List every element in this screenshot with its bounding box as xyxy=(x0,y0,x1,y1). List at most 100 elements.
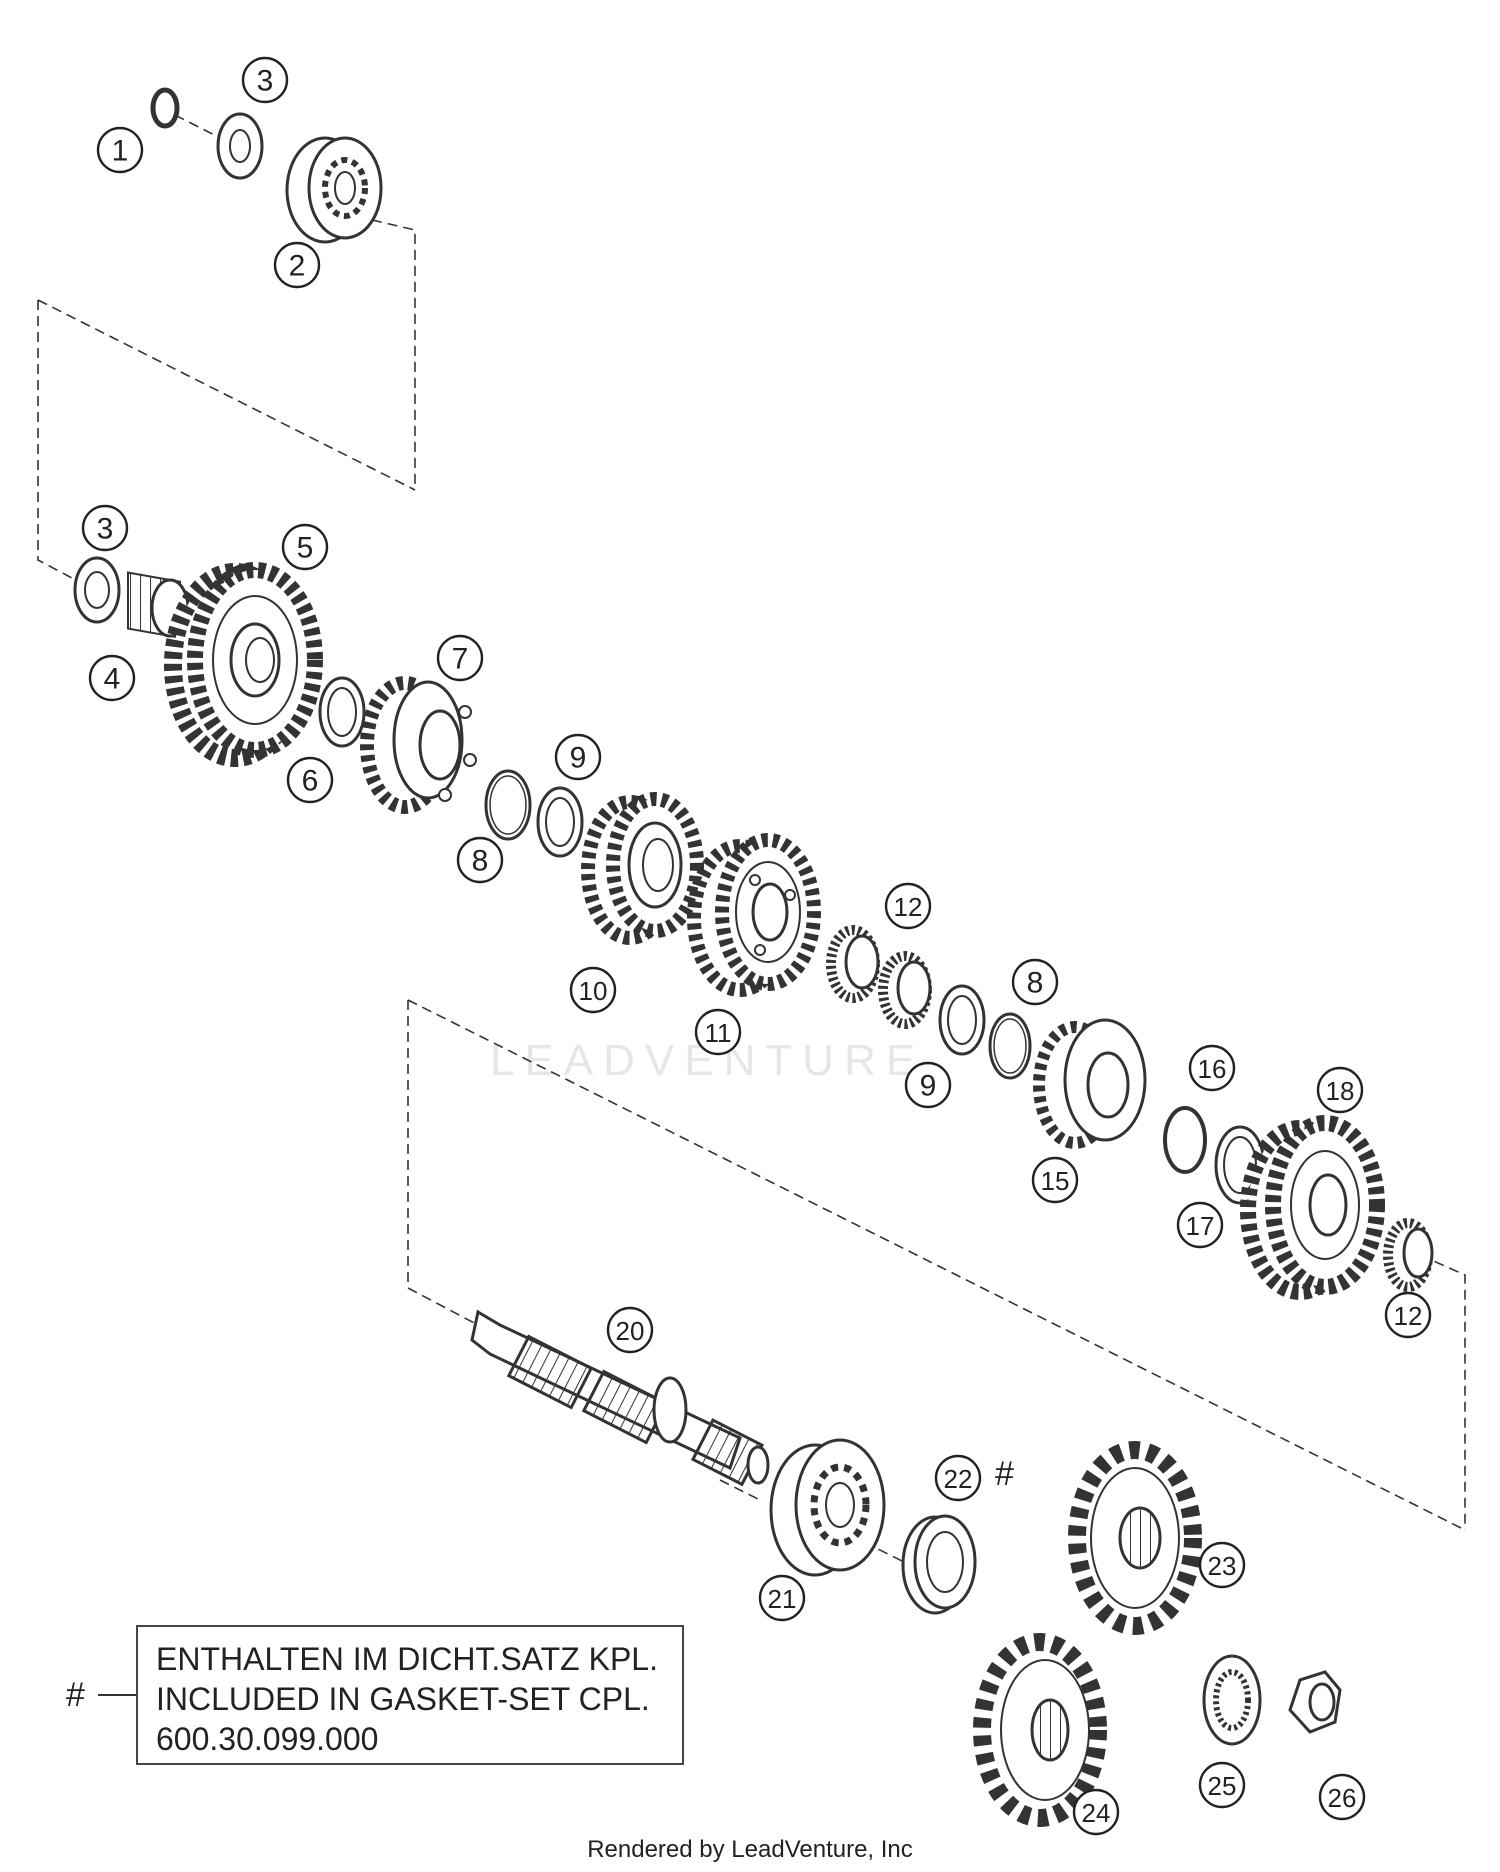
part-washer-6 xyxy=(318,676,366,748)
part-bearing-2 xyxy=(285,136,383,244)
callout-number: 9 xyxy=(920,1070,937,1103)
part-gear-7 xyxy=(360,676,477,814)
callout-20: 20 xyxy=(606,1306,654,1354)
callout-8: 8 xyxy=(1011,958,1059,1006)
callout-number: 4 xyxy=(104,663,121,696)
callout-circle xyxy=(694,1008,742,1056)
callout-number: 21 xyxy=(768,1584,797,1614)
note-marker: # xyxy=(66,1676,85,1714)
callout-circle xyxy=(281,523,329,571)
callout-number: 20 xyxy=(616,1316,645,1346)
part-gear-10 xyxy=(581,792,704,945)
callout-number: 11 xyxy=(705,1018,732,1048)
callout-circle xyxy=(96,126,144,174)
callout-number: 16 xyxy=(1198,1054,1227,1084)
part-circlip-1 xyxy=(150,87,180,129)
part-needle-bearing-12b xyxy=(878,951,932,1029)
callout-circle xyxy=(1188,1044,1236,1092)
callout-number: 9 xyxy=(570,742,587,775)
callout-circle xyxy=(934,1454,982,1502)
callout-9: 9 xyxy=(904,1061,952,1109)
callout-circle xyxy=(1384,1291,1432,1339)
callout-2: 2 xyxy=(273,241,321,289)
callout-6: 6 xyxy=(286,756,334,804)
callout-circle xyxy=(1198,1761,1246,1809)
callout-21: 21 xyxy=(758,1574,806,1622)
callout-circle xyxy=(1011,958,1059,1006)
part-washer-9b xyxy=(938,984,986,1056)
callout-circle xyxy=(1176,1201,1224,1249)
part-needle-bearing-12a xyxy=(826,925,880,1003)
callout-circle xyxy=(286,756,334,804)
part-ring-8 xyxy=(484,769,532,841)
part-circlip-16 xyxy=(1163,1106,1207,1174)
callout-circle xyxy=(758,1574,806,1622)
callout-circle xyxy=(606,1306,654,1354)
callout-number: 17 xyxy=(1186,1211,1215,1241)
callout-number: 5 xyxy=(297,532,314,565)
note-line-2: INCLUDED IN GASKET-SET CPL. xyxy=(156,1681,650,1717)
callout-number: 3 xyxy=(257,65,274,98)
callout-8: 8 xyxy=(456,836,504,884)
callout-circle xyxy=(1072,1788,1120,1836)
callout-26: 26 xyxy=(1318,1773,1366,1821)
callout-3: 3 xyxy=(81,504,129,552)
part-washer-9 xyxy=(536,786,584,858)
callout-18: 18 xyxy=(1316,1066,1364,1114)
part-shaft-20 xyxy=(470,1309,770,1487)
part-bearing-21 xyxy=(769,1438,886,1577)
callout-17: 17 xyxy=(1176,1201,1224,1249)
part-gear-15 xyxy=(1033,1018,1147,1149)
callout-number: 26 xyxy=(1328,1783,1357,1813)
callout-number: 3 xyxy=(97,513,114,546)
callout-circle xyxy=(81,504,129,552)
callout-circle xyxy=(904,1061,952,1109)
part-seal-22 xyxy=(901,1514,977,1615)
note-line-1: ENTHALTEN IM DICHT.SATZ KPL. xyxy=(156,1641,658,1677)
callout-number: 1 xyxy=(112,135,129,168)
callout-number: 2 xyxy=(289,250,306,283)
callout-12: 12 xyxy=(884,882,932,930)
callout-circle xyxy=(456,836,504,884)
callout-1: 1 xyxy=(96,126,144,174)
callout-circle xyxy=(554,733,602,781)
callout-labels: 1323547698101281191618151712202223212425… xyxy=(81,56,1432,1836)
footer-credit: Rendered by LeadVenture, Inc xyxy=(587,1836,913,1863)
callout-number: 25 xyxy=(1208,1771,1237,1801)
part-washer-3 xyxy=(216,112,264,180)
callout-circle xyxy=(436,634,484,682)
callout-circle xyxy=(88,654,136,702)
part-washer-3b xyxy=(73,556,121,624)
note-box: ENTHALTEN IM DICHT.SATZ KPL. INCLUDED IN… xyxy=(136,1625,684,1765)
callout-circle xyxy=(241,56,289,104)
callout-3: 3 xyxy=(241,56,289,104)
part-gear-18 xyxy=(1240,1115,1385,1300)
callout-number: 18 xyxy=(1326,1076,1355,1106)
callout-circle xyxy=(1031,1156,1079,1204)
callout-number: 6 xyxy=(302,765,319,798)
callout-number: 12 xyxy=(1394,1301,1423,1331)
callout-12: 12 xyxy=(1384,1291,1432,1339)
callout-24: 24 xyxy=(1072,1788,1120,1836)
callout-circle xyxy=(1198,1541,1246,1589)
callout-circle xyxy=(1316,1066,1364,1114)
callout-number: 15 xyxy=(1041,1166,1070,1196)
callout-4: 4 xyxy=(88,654,136,702)
part-gear-11 xyxy=(687,833,821,997)
part-lock-washer-25 xyxy=(1202,1654,1262,1746)
callout-5: 5 xyxy=(281,523,329,571)
callout-circle xyxy=(273,241,321,289)
part-sprocket-23 xyxy=(1068,1441,1202,1635)
note-line-3: 600.30.099.000 xyxy=(156,1721,379,1757)
part-sprocket-24 xyxy=(973,1633,1107,1827)
callout-number: 8 xyxy=(1027,967,1044,1000)
callout-7: 7 xyxy=(436,634,484,682)
callout-number: 7 xyxy=(452,643,469,676)
part-gear-5 xyxy=(164,562,323,767)
callout-number: 10 xyxy=(579,976,608,1006)
callout-number: 23 xyxy=(1208,1551,1237,1581)
part-nut-26 xyxy=(1288,1670,1342,1734)
callout-22: 22 xyxy=(934,1454,982,1502)
callout-number: 12 xyxy=(894,892,923,922)
